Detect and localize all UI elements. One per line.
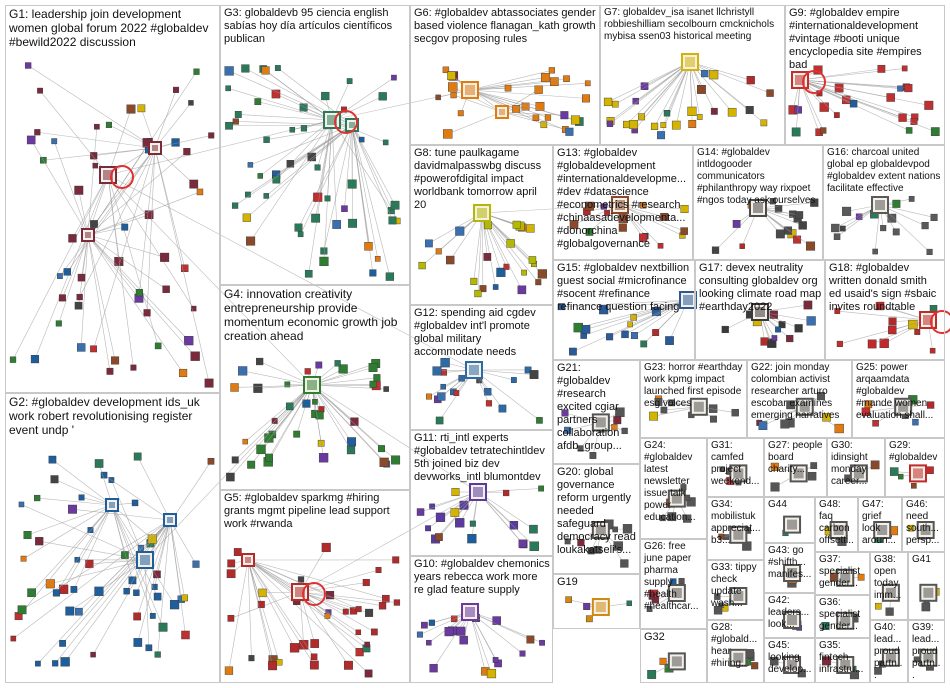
- group-panel-g29: G29: #globaldev: [885, 438, 945, 497]
- group-label: G19: [557, 576, 637, 589]
- group-panel-g48: G48: faq carbon offsetti...: [815, 497, 858, 552]
- group-label: G15: #globaldev nextbillion guest social…: [557, 262, 692, 314]
- group-label: G33: tippy check update wash...: [711, 562, 761, 610]
- group-label: G36: specialist gender...: [819, 597, 867, 633]
- group-label: G41: [912, 554, 942, 566]
- group-label: G21: #globaldev #research excited cgiar …: [557, 362, 637, 453]
- group-panel-g36: G36: specialist gender...: [815, 595, 870, 638]
- group-label: G45: looking develop...: [768, 640, 812, 676]
- group-label: G32: [644, 631, 704, 644]
- group-label: G17: devex neutrality consulting globald…: [699, 262, 822, 314]
- group-panel-g10: G10: #globaldev chemonics years rebecca …: [410, 556, 553, 683]
- group-panel-g31: G31: camfed project weekend...: [707, 438, 764, 497]
- group-panel-g11: G11: rti_intl experts #globaldev tetrate…: [410, 430, 553, 556]
- group-label: G37: specialist gender...: [819, 554, 867, 590]
- group-label: G4: innovation creativity entrepreneursh…: [224, 287, 407, 343]
- group-label: G30: idinsight monday career...: [831, 440, 882, 488]
- group-panel-g41: G41: [908, 552, 945, 620]
- group-panel-g8: G8: tune paulkagame davidmalpasswbg disc…: [410, 145, 553, 305]
- group-panel-g30: G30: idinsight monday career...: [827, 438, 885, 497]
- group-panel-g7: G7: globaldev_isa isanet llchristyll rob…: [600, 5, 785, 145]
- group-panel-g43: G43: go #shifth... manifes...: [764, 543, 815, 593]
- group-panel-g21: G21: #globaldev #research excited cgiar …: [553, 360, 640, 464]
- group-panel-g18: G18: #globaldev written donald smith ed …: [825, 260, 945, 360]
- group-panel-g17: G17: devex neutrality consulting globald…: [695, 260, 825, 360]
- group-panel-g22: G22: join monday colombian activist rese…: [747, 360, 852, 438]
- group-panel-g34: G34: mobilistuk appreciat... b3...: [707, 497, 764, 560]
- group-label: G22: join monday colombian activist rese…: [751, 362, 849, 422]
- group-panel-g3: G3: globaldevb 95 ciencia english sabías…: [220, 5, 410, 285]
- group-label: G3: globaldevb 95 ciencia english sabías…: [224, 7, 407, 46]
- group-label: G38: open today imm...: [874, 554, 905, 602]
- group-label: G12: spending aid cgdev #globaldev int'l…: [414, 307, 550, 359]
- group-label: G16: charcoal united global ep globaldev…: [827, 147, 942, 195]
- group-panel-g26: G26: free june paper pharma supply #heal…: [640, 539, 707, 629]
- group-panel-g27: G27: people board charity...: [764, 438, 827, 497]
- group-label: G25: power arqaamdata #globaldev #mande …: [856, 362, 942, 422]
- group-panel-g9: G9: #globaldev empire #internationaldeve…: [785, 5, 945, 145]
- group-label: G29: #globaldev: [889, 440, 942, 464]
- group-label: G26: free june paper pharma supply #heal…: [644, 541, 704, 613]
- group-panel-g24: G24: #globaldev latest newsletter issue …: [640, 438, 707, 539]
- group-label: G8: tune paulkagame davidmalpasswbg disc…: [414, 147, 550, 212]
- group-label: G39: lead... proud partn...: [912, 622, 942, 682]
- group-panel-g39: G39: lead... proud partn...: [908, 620, 945, 683]
- group-label: G31: camfed project weekend...: [711, 440, 761, 488]
- group-panel-g46: G46: need south... persp...: [902, 497, 945, 552]
- group-label: G42: leaders... look...: [768, 595, 812, 631]
- group-panel-g20: G20: global governance reform urgently n…: [553, 464, 640, 574]
- group-label: G10: #globaldev chemonics years rebecca …: [414, 558, 550, 597]
- group-label: G13: #globaldev #globaldevelopment #inte…: [557, 147, 690, 251]
- group-label: G14: #globaldev intldogooder communicato…: [697, 147, 820, 207]
- group-label: G6: #globaldev abtassociates gender base…: [414, 7, 597, 46]
- group-panel-g14: G14: #globaldev intldogooder communicato…: [693, 145, 823, 260]
- group-panel-g40: G40: lead... proud partn...: [870, 620, 908, 683]
- group-panel-g42: G42: leaders... look...: [764, 593, 815, 638]
- group-panel-g6: G6: #globaldev abtassociates gender base…: [410, 5, 600, 145]
- group-label: G5: #globaldev sparkmg #hiring grants mg…: [224, 492, 407, 531]
- group-label: G48: faq carbon offsetti...: [819, 499, 855, 552]
- group-label: G46: need south... persp...: [906, 499, 942, 547]
- group-label: G24: #globaldev latest newsletter issue …: [644, 440, 704, 524]
- group-panel-g25: G25: power arqaamdata #globaldev #mande …: [852, 360, 945, 438]
- group-label: G28: #globald... hear #hiring...: [711, 622, 761, 670]
- group-label: G9: #globaldev empire #internationaldeve…: [789, 7, 942, 72]
- group-panel-g5: G5: #globaldev sparkmg #hiring grants mg…: [220, 490, 410, 683]
- group-panel-g4: G4: innovation creativity entrepreneursh…: [220, 285, 410, 490]
- group-label: G47: grief look aroun...: [862, 499, 899, 547]
- group-panel-g47: G47: grief look aroun...: [858, 497, 902, 552]
- group-label: G18: #globaldev written donald smith ed …: [829, 262, 942, 314]
- group-panel-g12: G12: spending aid cgdev #globaldev int'l…: [410, 305, 553, 430]
- group-label: G2: #globaldev development ids_uk work r…: [9, 395, 217, 437]
- group-label: G23: horror #earthday work kpmg impact l…: [644, 362, 744, 410]
- group-panel-g35: G35: fintech infrastru...: [815, 638, 870, 683]
- group-label: G35: fintech infrastru...: [819, 640, 867, 676]
- group-label: G43: go #shifth... manifes...: [768, 545, 812, 581]
- group-panel-g33: G33: tippy check update wash...: [707, 560, 764, 620]
- group-panel-g44: G44: [764, 497, 815, 543]
- group-panel-g15: G15: #globaldev nextbillion guest social…: [553, 260, 695, 360]
- group-panel-g32: G32: [640, 629, 707, 683]
- group-panel-g38: G38: open today imm...: [870, 552, 908, 620]
- group-panel-g23: G23: horror #earthday work kpmg impact l…: [640, 360, 747, 438]
- group-label: G34: mobilistuk appreciat... b3...: [711, 499, 761, 547]
- group-panel-g16: G16: charcoal united global ep globaldev…: [823, 145, 945, 260]
- group-panel-g19: G19: [553, 574, 640, 629]
- group-panel-g45: G45: looking develop...: [764, 638, 815, 683]
- group-panel-g1: G1: leadership join development women gl…: [5, 5, 220, 393]
- group-panel-g28: G28: #globald... hear #hiring...: [707, 620, 764, 683]
- group-label: G7: globaldev_isa isanet llchristyll rob…: [604, 7, 782, 43]
- group-label: G20: global governance reform urgently n…: [557, 466, 637, 557]
- group-panel-g37: G37: specialist gender...: [815, 552, 870, 595]
- group-label: G27: people board charity...: [768, 440, 824, 476]
- group-panel-g13: G13: #globaldev #globaldevelopment #inte…: [553, 145, 693, 260]
- group-label: G11: rti_intl experts #globaldev tetrate…: [414, 432, 550, 484]
- group-label: G44: [768, 499, 812, 511]
- group-label: G1: leadership join development women gl…: [9, 7, 217, 49]
- group-label: G40: lead... proud partn...: [874, 622, 905, 682]
- group-panel-g2: G2: #globaldev development ids_uk work r…: [5, 393, 220, 683]
